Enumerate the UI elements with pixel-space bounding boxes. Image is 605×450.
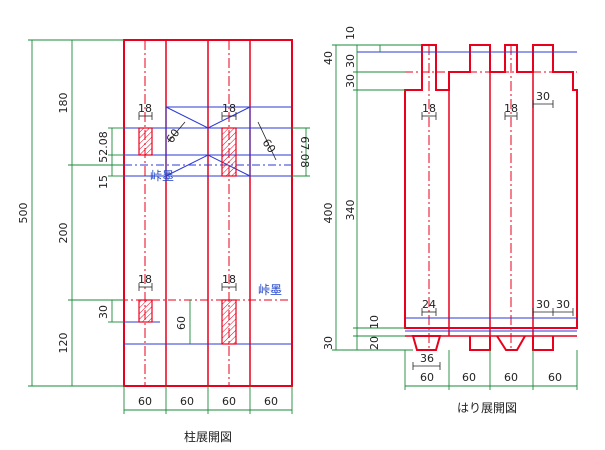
column-bottom-dims [123,386,293,414]
column-development-view: 500 180 200 120 52.08 15 67.08 30 60 60 … [17,39,311,444]
column-segment-label: 120 [57,333,70,354]
beam-dim-30: 30 [344,54,357,68]
beam-dim-30-top-right: 30 [536,90,550,103]
beam-dim-10-top: 10 [344,26,357,40]
diag-dim-line [257,121,277,161]
beam-width-label: 60 [462,371,476,384]
beam-dim-340: 340 [344,200,357,221]
column-diag-60: 60 [260,137,279,156]
beam-bottom-tenon [411,335,442,351]
column-dim-15: 15 [97,175,110,189]
beam-hole-width: 18 [422,102,436,115]
column-dim-60-vertical: 60 [175,316,188,330]
mortise-hole [221,127,237,177]
beam-bottom-notch [469,336,491,351]
column-left-dims [28,39,310,387]
beam-dim-10-bottom: 10 [368,315,381,329]
column-segment-label: 200 [57,223,70,244]
togemi-mark-label: 峠墨 [258,282,282,297]
mortise-hole [138,127,153,156]
beam-bottom-notch [496,335,526,351]
beam-total-height-label: 400 [322,203,335,224]
column-hole-width: 18 [222,102,236,115]
diag-dim-line [167,121,186,143]
column-segment-label: 180 [57,93,70,114]
beam-dim-40: 40 [322,51,335,65]
column-dim-67: 67.08 [298,136,311,168]
togemi-mark-label: 峠墨 [150,168,174,183]
mortise-hole [138,299,153,323]
beam-bottom-notch [532,336,554,351]
column-hole-width: 18 [138,102,152,115]
beam-development-view: 10 40 30 30 340 400 30 10 20 18 18 30 24… [322,26,578,415]
beam-width-label: 60 [548,371,562,384]
beam-dim-30-bottom-right: 30 [536,298,550,311]
column-width-label: 60 [180,395,194,408]
hole-width-ticks [138,112,237,291]
beam-dim-24: 24 [422,298,436,311]
beam-caption: はり展開図 [457,401,517,415]
beam-width-label: 60 [420,371,434,384]
column-hole-width: 18 [222,273,236,286]
column-width-label: 60 [138,395,152,408]
beam-hole-width: 18 [504,102,518,115]
column-width-label: 60 [264,395,278,408]
column-dim-30: 30 [97,305,110,319]
beam-dim-20: 20 [368,336,381,350]
beam-dim-36: 36 [420,352,434,365]
beam-outline [404,44,578,329]
beam-dim-30-bottom-right: 30 [556,298,570,311]
mortise-hole [221,299,237,345]
beam-dim-30-bottom: 30 [322,336,335,350]
column-caption: 柱展開図 [184,429,232,444]
column-total-height-label: 500 [17,203,30,224]
beam-left-dims [332,44,422,351]
column-hole-width: 18 [138,273,152,286]
column-dim-52: 52.08 [97,131,110,163]
beam-width-ticks [412,100,574,370]
column-width-label: 60 [222,395,236,408]
beam-width-label: 60 [504,371,518,384]
beam-dim-30: 30 [344,74,357,88]
beam-bottom-dims [404,350,578,390]
